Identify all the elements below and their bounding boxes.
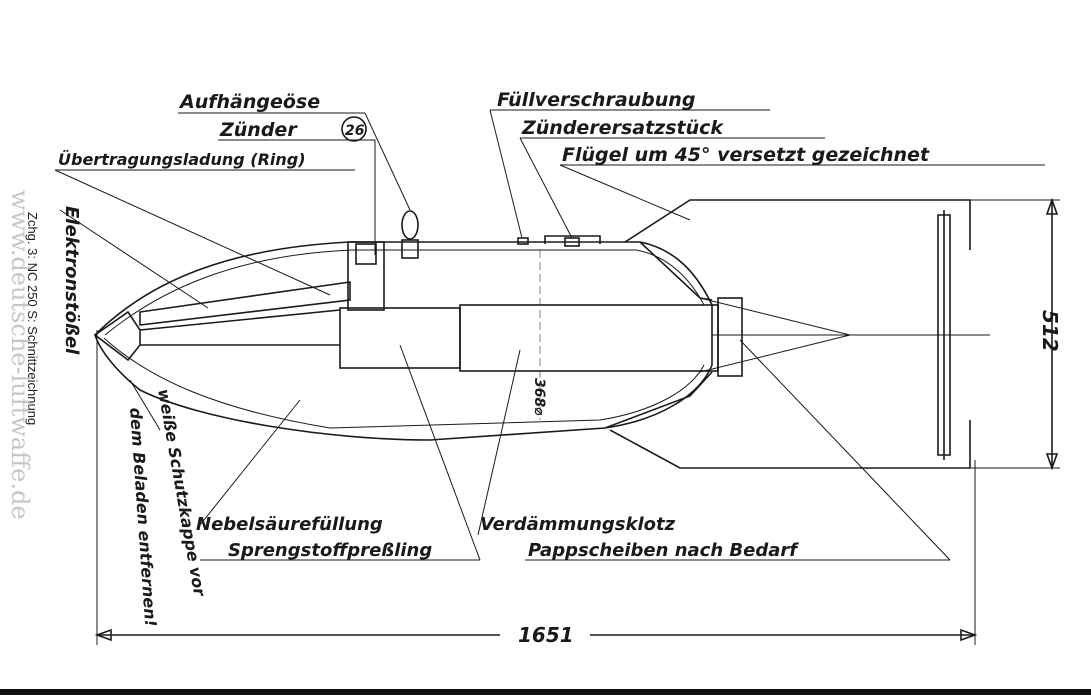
caption: Zchg. 3: NC 250 S: Schnittzeichnung bbox=[25, 212, 40, 425]
suspension-lug bbox=[401, 210, 419, 240]
fuze bbox=[347, 241, 385, 311]
dimension-length: 1651 bbox=[518, 623, 574, 647]
label-dem-beladen: dem Beladen entfernen! bbox=[126, 407, 160, 627]
leader-lines bbox=[54, 109, 1045, 561]
fuze-number-circle bbox=[341, 116, 367, 142]
tamping-block bbox=[459, 304, 719, 372]
label-fuellverschraubung: Füllverschraubung bbox=[497, 89, 695, 111]
dimension-diameter: 368⌀ bbox=[531, 378, 547, 416]
label-aufhaengeoese: Aufhängeöse bbox=[178, 91, 320, 113]
label-zuender: Zünder bbox=[219, 119, 298, 141]
fin-upper bbox=[624, 199, 971, 250]
watermark: www.deutsche-luftwaffe.de bbox=[6, 190, 34, 520]
label-uebertragungsladung: Übertragungsladung (Ring) bbox=[58, 150, 306, 169]
label-elektronstoessel: Elektronstößel bbox=[61, 206, 82, 355]
label-verdaemmungsklotz: Verdämmungsklotz bbox=[480, 514, 676, 535]
tail-cone bbox=[639, 241, 713, 301]
label-zuender-number: 26 bbox=[345, 123, 365, 139]
dimension-fin-span: 512 bbox=[1038, 310, 1062, 352]
nose-cap bbox=[93, 310, 141, 362]
bomb-body bbox=[94, 241, 713, 441]
bottom-rule bbox=[0, 689, 1091, 695]
label-pappscheiben: Pappscheiben nach Bedarf bbox=[528, 540, 799, 561]
burster-charge bbox=[339, 307, 461, 369]
label-weisse-schutzkappe: weiße Schutzkappe vor bbox=[154, 387, 209, 598]
label-zuenderersatzstueck: Zünderersatzstück bbox=[521, 117, 724, 139]
label-fluegel: Flügel um 45° versetzt gezeichnet bbox=[562, 144, 930, 166]
label-sprengstoffpressling: Sprengstoffpreßling bbox=[228, 540, 432, 561]
label-nebelsaeurefuellung: Nebelsäurefüllung bbox=[196, 514, 383, 535]
fin-lower bbox=[609, 420, 971, 469]
